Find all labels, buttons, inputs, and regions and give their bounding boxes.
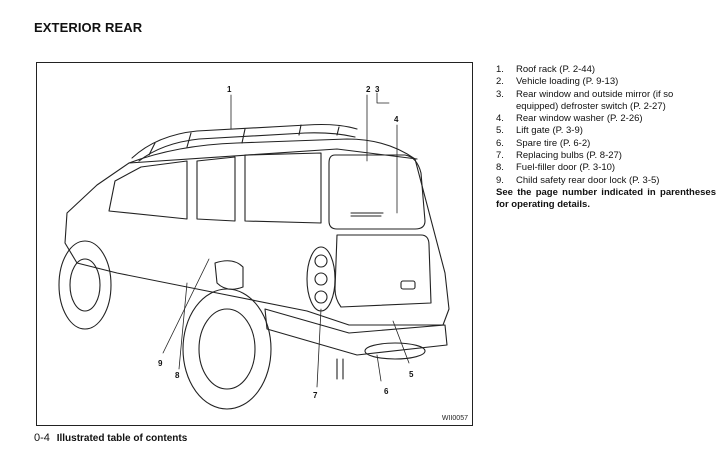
vehicle-drawing bbox=[58, 92, 450, 410]
footer-title: Illustrated table of contents bbox=[56, 433, 188, 444]
callout-5: 5 bbox=[409, 370, 414, 379]
legend-item: 4. Rear window washer (P. 2-26) bbox=[496, 113, 643, 125]
callout-7: 7 bbox=[313, 391, 318, 400]
lift-gate-handle bbox=[400, 280, 416, 290]
rear-wiper bbox=[350, 212, 384, 217]
lift-gate-panel bbox=[334, 234, 432, 308]
callout-9: 9 bbox=[158, 359, 163, 368]
spare-tire bbox=[364, 342, 426, 360]
legend-note: See the page number indicated in parenth… bbox=[496, 186, 716, 211]
legend-item: 9. Child safety rear door lock (P. 3-5) bbox=[496, 174, 660, 186]
legend-list: 1. Roof rack (P. 2-44) 2. Vehicle loadin… bbox=[496, 64, 716, 212]
figure-code: WII0057 bbox=[441, 415, 468, 422]
rear-bumper bbox=[264, 308, 448, 356]
front-side-window bbox=[108, 160, 188, 220]
legend-item: 2. Vehicle loading (P. 9-13) bbox=[496, 76, 619, 88]
front-wheel bbox=[58, 240, 112, 330]
vehicle-rear-illustration: 1 2 3 4 5 6 7 8 9 WII0057 bbox=[36, 62, 473, 426]
tail-lamp bbox=[306, 246, 336, 312]
rear-wheel bbox=[182, 288, 272, 410]
legend-item: 1. Roof rack (P. 2-44) bbox=[496, 64, 596, 75]
legend-item: 8. Fuel-filler door (P. 3-10) bbox=[496, 162, 616, 174]
callout-3: 3 bbox=[375, 85, 380, 94]
callout-1: 1 bbox=[227, 85, 232, 94]
callout-2: 2 bbox=[366, 85, 371, 94]
body-outline bbox=[64, 138, 450, 326]
rear-side-window bbox=[244, 152, 322, 224]
page-number: 0-4 bbox=[34, 432, 50, 444]
fuel-filler-door bbox=[214, 260, 244, 290]
middle-side-window bbox=[196, 156, 236, 222]
rear-window bbox=[328, 154, 426, 230]
callout-8: 8 bbox=[175, 371, 180, 380]
roof-rack-rail bbox=[131, 123, 358, 159]
callout-6: 6 bbox=[384, 387, 389, 396]
legend-item: 6. Spare tire (P. 6-2) bbox=[496, 137, 591, 149]
callout-4: 4 bbox=[394, 115, 399, 124]
legend-item: 3. Rear window and outside mirror (if so… bbox=[496, 88, 674, 112]
section-title: EXTERIOR REAR bbox=[34, 20, 143, 35]
page-footer: 0-4 Illustrated table of contents bbox=[34, 432, 187, 444]
legend-item: 7. Replacing bulbs (P. 8-27) bbox=[496, 150, 622, 162]
legend-item: 5. Lift gate (P. 3-9) bbox=[496, 125, 583, 137]
roof-rack-rail-inner bbox=[138, 132, 356, 162]
